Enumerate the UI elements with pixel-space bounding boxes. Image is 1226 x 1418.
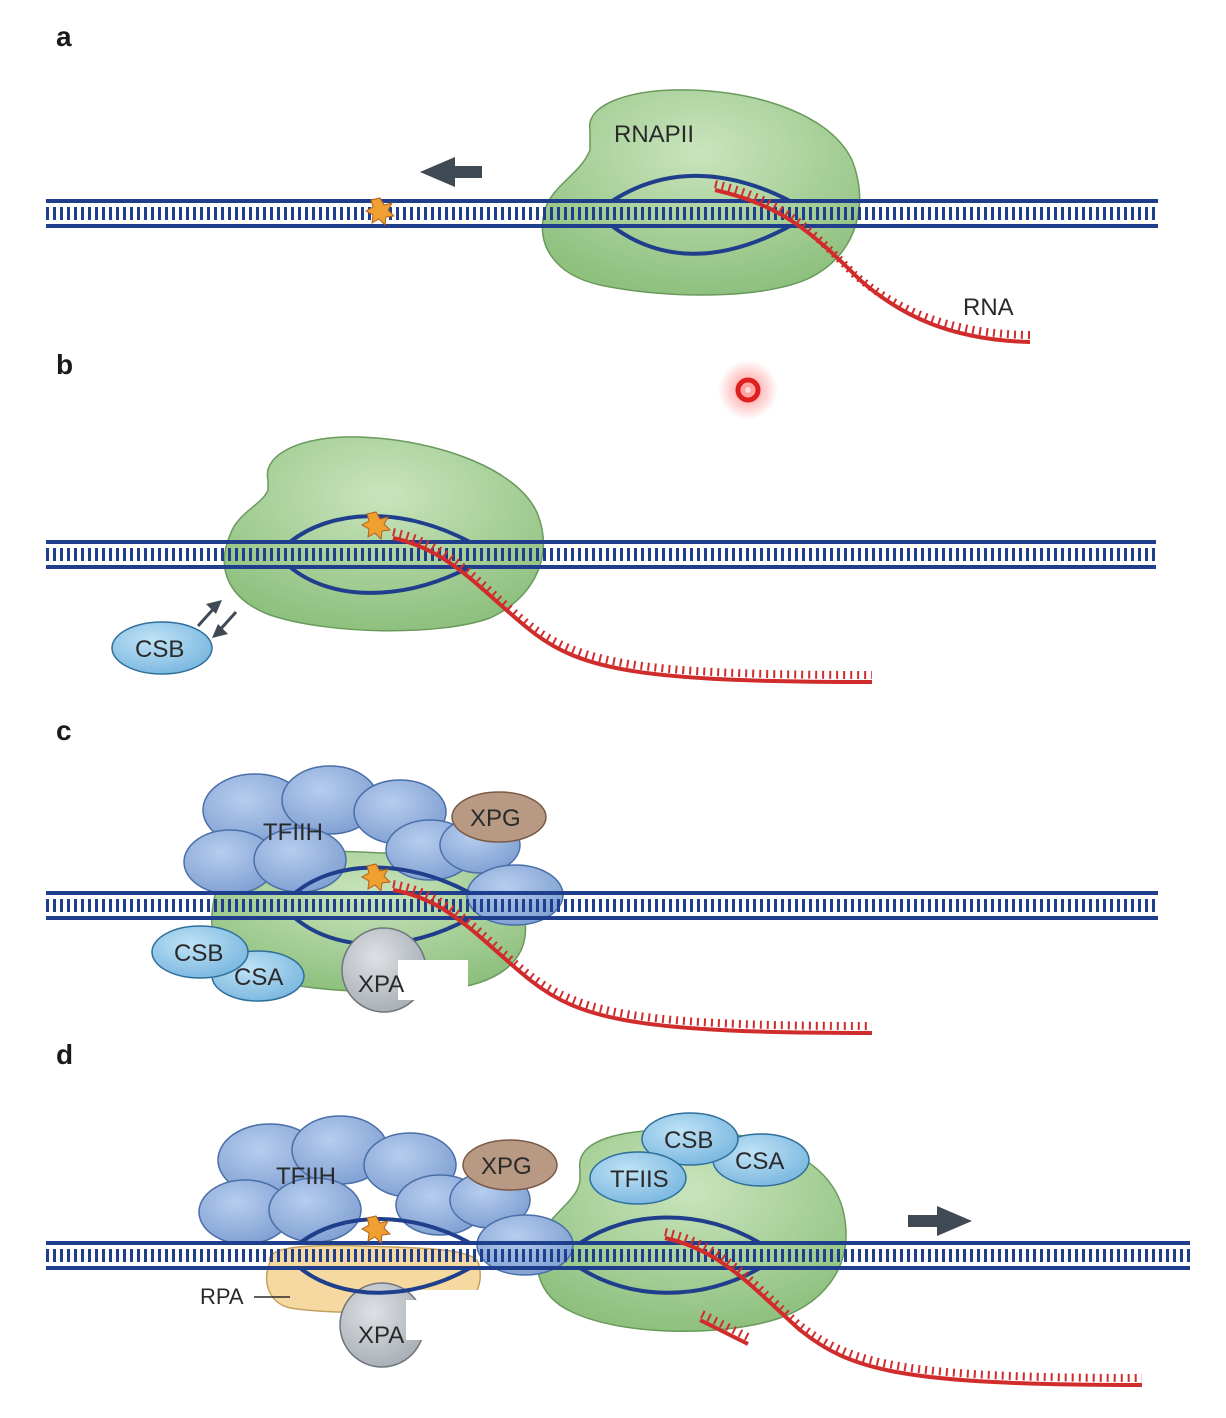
dna-lesion-star-icon-d: [360, 1215, 392, 1245]
binding-arrows-icon: [196, 600, 238, 638]
csb-protein-c: [151, 925, 249, 979]
red-marker-dot: [718, 360, 778, 420]
dna-duplex-d: [46, 1241, 1190, 1270]
csa-label-c: CSA: [234, 964, 283, 991]
rnapii-blob-b: [223, 436, 545, 632]
dna-duplex-b: [46, 540, 1156, 569]
xpg-protein-d: [462, 1139, 558, 1191]
rpa-label: RPA: [200, 1284, 244, 1309]
panel-label-b: b: [56, 349, 73, 380]
csb-label-d: CSB: [664, 1127, 713, 1154]
direction-arrow-left-icon: [420, 157, 482, 187]
rna-strand-a: [714, 188, 1031, 344]
rna-strand-b: [392, 536, 873, 684]
xpg-protein-c: [451, 791, 547, 843]
dna-lesion-star-icon: [364, 197, 396, 227]
rna-strand-d: [664, 1236, 1143, 1387]
rna-fragment-d: [699, 1318, 749, 1346]
xpg-label-d: XPG: [481, 1153, 532, 1180]
csa-label-d: CSA: [735, 1148, 784, 1175]
dna-duplex-a: [46, 199, 1158, 228]
tfiis-label-d: TFIIS: [610, 1166, 669, 1193]
xpg-label-c: XPG: [470, 805, 521, 832]
tfiih-label-d: TFIIH: [276, 1163, 336, 1190]
panel-c: c TFIIH XPG XPA: [46, 715, 1158, 1035]
direction-arrow-right-icon: [908, 1206, 972, 1236]
csb-protein-b: [111, 621, 213, 675]
tfiih-label-c: TFIIH: [263, 819, 323, 846]
rnapii-blob: [541, 89, 861, 296]
dna-lesion-star-icon-c: [360, 863, 392, 893]
rnapii-label: RNAPII: [614, 121, 694, 148]
dna-duplex-c: [46, 891, 1158, 920]
panel-label-c: c: [56, 715, 72, 746]
xpa-label-c: XPA: [358, 971, 404, 998]
panel-label-d: d: [56, 1039, 73, 1070]
rna-strand-c: [392, 888, 873, 1035]
panel-label-a: a: [56, 21, 72, 52]
csb-label-b: CSB: [135, 636, 184, 663]
panel-a: a RNAPII RNA: [46, 21, 1158, 344]
dna-lesion-star-icon-b: [360, 511, 392, 541]
rna-label: RNA: [963, 294, 1014, 321]
panel-d: d XPA TFIIH XPG CSA CSB TFIIS: [46, 1039, 1190, 1387]
tfiis-protein-d: [589, 1151, 687, 1205]
csb-label-c: CSB: [174, 940, 223, 967]
panel-b: b CSB: [46, 349, 1156, 684]
tfiih-complex-c: [183, 765, 564, 926]
xpa-label-d: XPA: [358, 1322, 404, 1349]
transcription-bubble-a: [610, 173, 791, 203]
csb-protein-d: [641, 1112, 739, 1166]
